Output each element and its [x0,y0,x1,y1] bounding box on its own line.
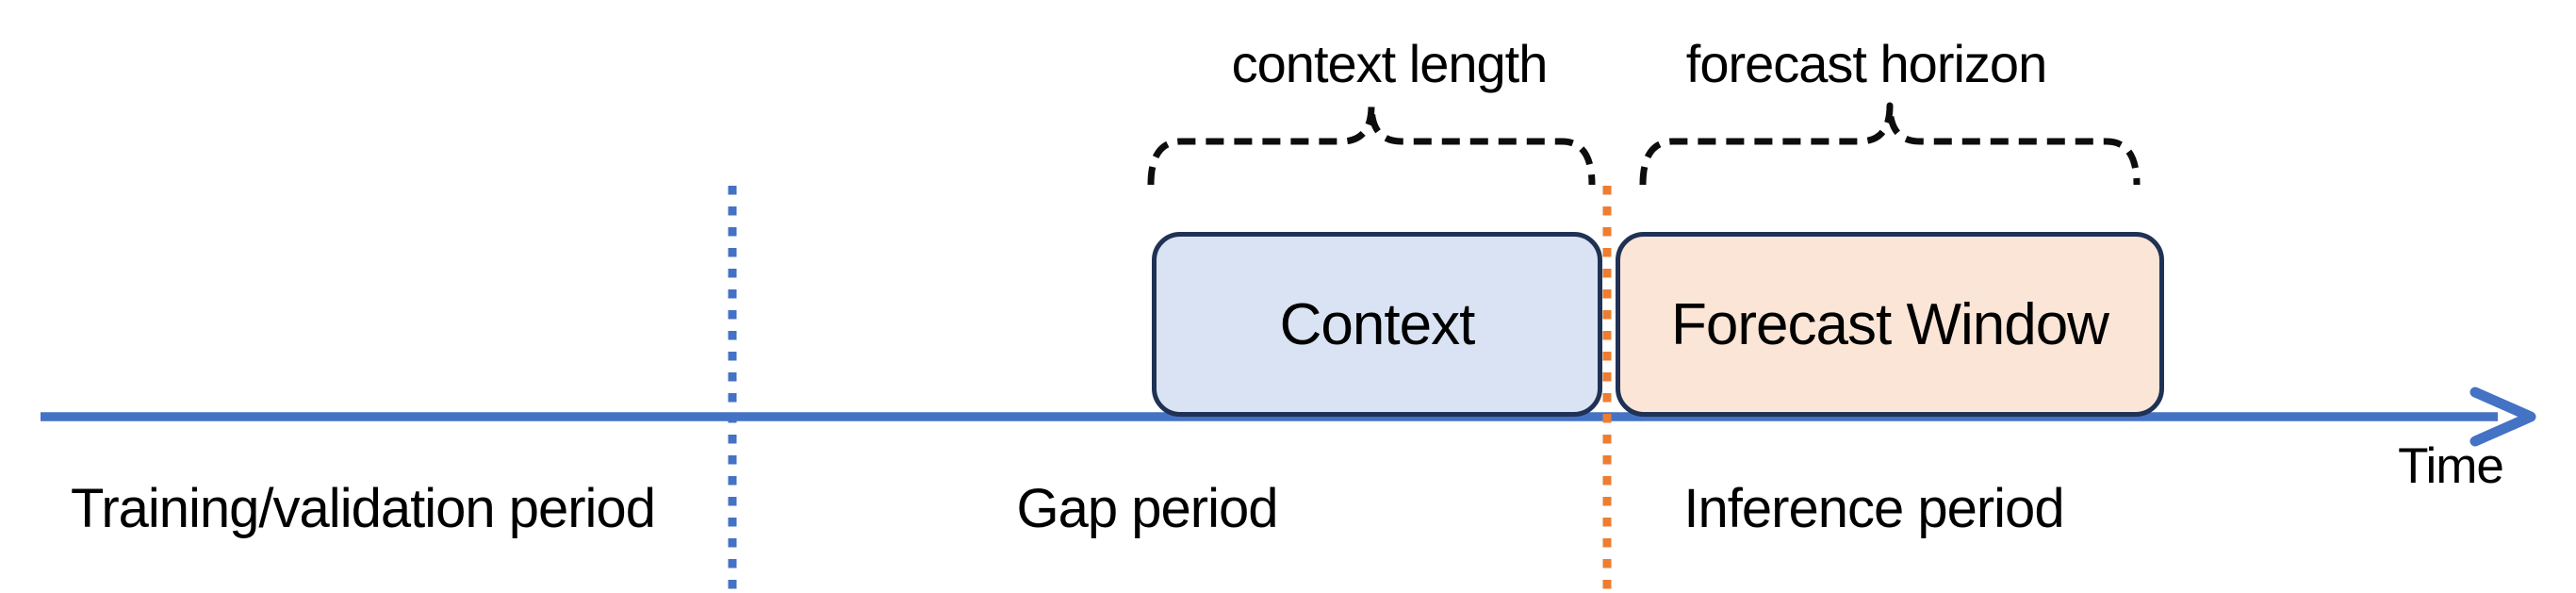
context-length-brace-icon [1147,102,1596,186]
gap-period-label: Gap period [1016,477,1279,539]
time-axis-label: Time [2398,437,2504,494]
inference-period-label: Inference period [1683,477,2064,539]
forecast-horizon-label: forecast horizon [1685,33,2047,93]
context-box-label: Context [1279,291,1476,357]
timeline-arrowhead-icon [2469,387,2536,447]
forecast-window-box: Forecast Window [1616,232,2164,417]
context-length-label: context length [1231,33,1549,93]
context-box: Context [1152,232,1602,417]
forecast-horizon-brace-icon [1639,102,2141,186]
forecast-window-box-label: Forecast Window [1671,291,2109,357]
training-validation-period-label: Training/validation period [71,477,656,539]
